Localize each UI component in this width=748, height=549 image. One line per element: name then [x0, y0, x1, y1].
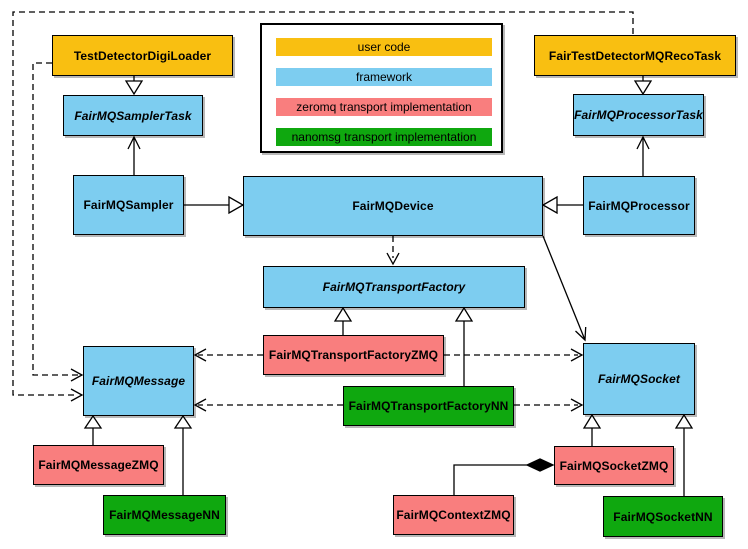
class-box-fairmqdevice: FairMQDevice: [243, 176, 543, 236]
edge-fairmqprocessor-fairmqprocessortask: [636, 135, 650, 176]
class-box-fairmqsampler: FairMQSampler: [73, 175, 184, 235]
class-box-fairmqprocessortask: FairMQProcessorTask: [573, 94, 704, 136]
edge-testdetectordigiloader-fairmqsamplertask: [124, 76, 144, 96]
class-box-fairmqsocketnn: FairMQSocketNN: [603, 496, 723, 537]
class-box-fairmqsocket: FairMQSocket: [583, 343, 695, 415]
class-box-fairmqmessagezmq: FairMQMessageZMQ: [33, 445, 164, 485]
class-box-fairmqprocessor: FairMQProcessor: [583, 176, 695, 235]
edge-fairmqmessagenn-fairmqmessage: [173, 414, 193, 495]
edge-fairmqtransportfactoryzmq-fairmqtransportfactory: [333, 306, 353, 335]
class-box-fairmqmessagenn: FairMQMessageNN: [103, 495, 226, 535]
edge-fairmqsampler-fairmqdevice: [184, 195, 245, 215]
class-box-fairmqcontextzmq: FairMQContextZMQ: [393, 495, 514, 535]
class-box-fairmqtransportfactory: FairMQTransportFactory: [263, 266, 525, 308]
class-box-fairtestdetectormqrecotask: FairTestDetectorMQRecoTask: [534, 35, 736, 76]
edge-fairmqcontextzmq-fairmqsocketzmq: [453, 458, 555, 495]
edge-fairmqsocketzmq-fairmqsocket: [582, 413, 602, 446]
legend-item-zeromq: zeromq transport implementation: [276, 98, 492, 116]
edge-fairmqtransportfactoryzmq-fairmqsocket: [444, 348, 584, 362]
edge-fairtestdetectormqrecotask-fairmqprocessortask: [633, 76, 653, 96]
edge-fairmqsocketnn-fairmqsocket: [674, 413, 694, 496]
class-box-fairmqmessage: FairMQMessage: [83, 346, 194, 416]
edge-fairmqtransportfactorynn-fairmqtransportfactory: [454, 306, 474, 386]
class-box-testdetectordigiloader: TestDetectorDigiLoader: [52, 35, 233, 76]
edge-fairmqtransportfactorynn-fairmqsocket: [514, 398, 584, 412]
edge-fairmqtransportfactoryzmq-fairmqmessage: [193, 348, 263, 362]
edge-fairmqdevice-fairmqsocket: [542, 235, 587, 342]
class-box-fairmqtransportfactorynn: FairMQTransportFactoryNN: [343, 386, 514, 426]
edge-fairmqmessagezmq-fairmqmessage: [83, 414, 103, 445]
edge-fairmqtransportfactorynn-fairmqmessage: [193, 398, 343, 412]
class-box-fairmqsamplertask: FairMQSamplerTask: [63, 95, 203, 136]
legend-box: user code framework zeromq transport imp…: [260, 23, 503, 153]
legend-item-user-code: user code: [276, 38, 492, 56]
legend-item-framework: framework: [276, 68, 492, 86]
legend-item-nanomsg: nanomsg transport implementation: [276, 128, 492, 146]
edge-fairmqprocessor-fairmqdevice: [541, 195, 583, 215]
class-box-fairmqtransportfactoryzmq: FairMQTransportFactoryZMQ: [263, 335, 444, 375]
edge-fairmqdevice-fairmqtransportfactory: [386, 236, 400, 266]
edge-fairmqsampler-fairmqsamplertask: [127, 135, 141, 175]
class-box-fairmqsocketzmq: FairMQSocketZMQ: [554, 446, 674, 485]
